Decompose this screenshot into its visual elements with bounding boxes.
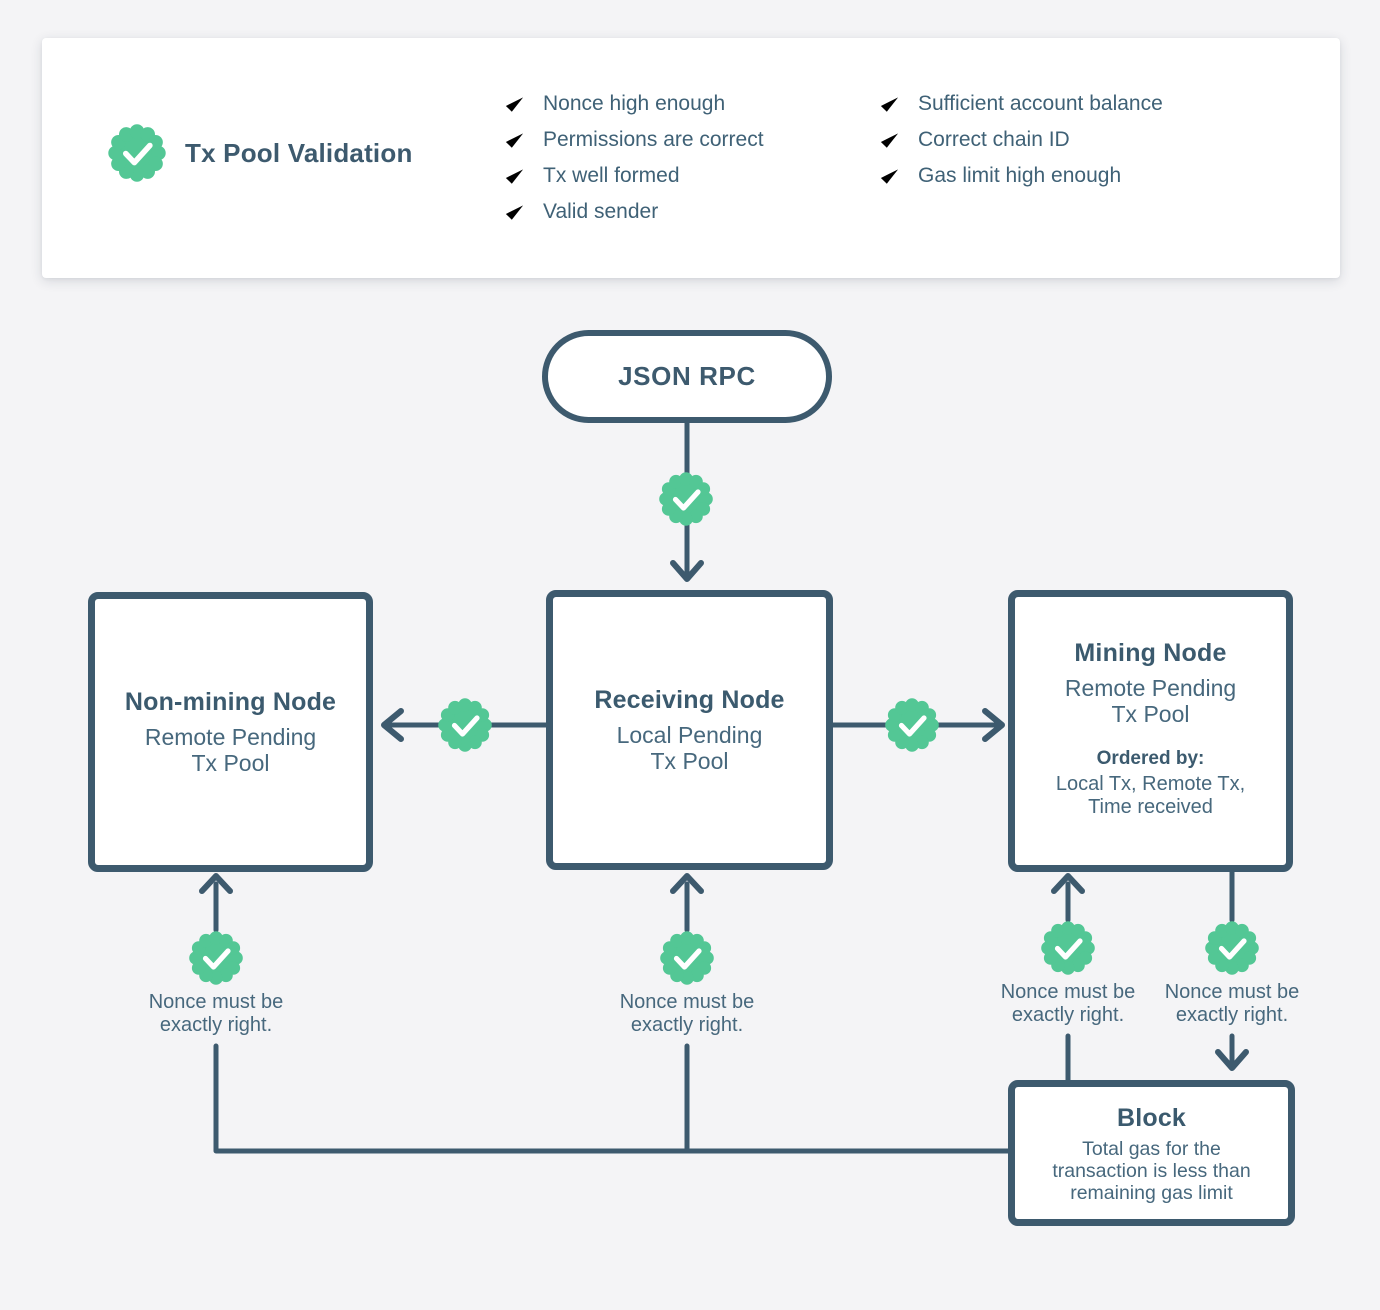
checklist-item-label: Gas limit high enough <box>918 164 1122 187</box>
check-badge-icon-nonmining-nonce <box>188 930 244 986</box>
validation-checklist-col2: Sufficient account balance Correct chain… <box>878 86 1163 194</box>
nonce-note-receiving: Nonce must be exactly right. <box>619 991 755 1036</box>
mining-node-subtitle: Remote Pending Tx Pool <box>1064 675 1237 727</box>
arrow-up-into-nonmining <box>199 873 233 933</box>
block-node: Block Total gas for the transaction is l… <box>1008 1080 1295 1226</box>
arrow-down-into-block <box>1215 1033 1249 1071</box>
check-badge-icon-jsonrpc <box>658 471 714 527</box>
json-rpc-node: JSON RPC <box>542 330 832 423</box>
checklist-item: Permissions are correct <box>503 122 764 158</box>
json-rpc-label: JSON RPC <box>618 361 756 391</box>
block-body: Total gas for the transaction is less th… <box>1052 1138 1251 1204</box>
validation-card-title: Tx Pool Validation <box>185 138 413 168</box>
non-mining-node: Non-mining Node Remote Pending Tx Pool <box>88 592 373 872</box>
non-mining-node-subtitle: Remote Pending Tx Pool <box>144 724 317 776</box>
mining-node-title: Mining Node <box>1074 639 1227 667</box>
arrow-up-into-mining <box>1051 873 1085 923</box>
checkmark-icon <box>878 93 901 116</box>
checklist-item-label: Correct chain ID <box>918 128 1070 151</box>
block-title: Block <box>1116 1104 1187 1132</box>
validation-card: Tx Pool Validation Nonce high enough Per… <box>42 38 1340 278</box>
checkmark-icon <box>503 93 526 116</box>
receiving-node: Receiving Node Local Pending Tx Pool <box>546 590 833 870</box>
arrow-up-into-receiving <box>670 873 704 933</box>
checklist-item-label: Valid sender <box>543 200 659 223</box>
check-badge-icon-mining-nonce-left <box>1040 920 1096 976</box>
mining-node: Mining Node Remote Pending Tx Pool Order… <box>1008 590 1293 872</box>
nonce-note-nonmining: Nonce must be exactly right. <box>148 991 284 1036</box>
nonce-note-mining-right: Nonce must be exactly right. <box>1164 981 1300 1026</box>
checklist-item: Tx well formed <box>503 158 764 194</box>
checklist-item: Nonce high enough <box>503 86 764 122</box>
checkmark-icon <box>503 165 526 188</box>
checklist-item: Valid sender <box>503 194 764 230</box>
check-badge-icon-to-nonmining <box>437 697 493 753</box>
check-badge-icon-receiving-nonce <box>659 930 715 986</box>
nonce-note-mining-left: Nonce must be exactly right. <box>1000 981 1136 1026</box>
checkmark-icon <box>503 129 526 152</box>
mining-ordered-by-label: Ordered by: <box>1096 748 1205 769</box>
receiving-node-subtitle: Local Pending Tx Pool <box>616 722 763 774</box>
receiving-node-title: Receiving Node <box>594 686 785 714</box>
validation-checklist-col1: Nonce high enough Permissions are correc… <box>503 86 764 230</box>
mining-ordered-by-values: Local Tx, Remote Tx, Time received <box>1055 773 1246 818</box>
check-badge-icon-to-mining <box>884 697 940 753</box>
line-block-to-nonmining-elbow <box>213 1043 1013 1154</box>
checkmark-icon <box>878 129 901 152</box>
checklist-item-label: Permissions are correct <box>543 128 764 151</box>
checklist-item-label: Nonce high enough <box>543 92 726 115</box>
checkmark-icon <box>503 201 526 224</box>
check-badge-icon-mining-nonce-right <box>1204 920 1260 976</box>
checklist-item: Correct chain ID <box>878 122 1163 158</box>
checklist-item: Gas limit high enough <box>878 158 1163 194</box>
checklist-item: Sufficient account balance <box>878 86 1163 122</box>
non-mining-node-title: Non-mining Node <box>124 688 337 716</box>
checkmark-icon <box>878 165 901 188</box>
checklist-item-label: Sufficient account balance <box>918 92 1163 115</box>
validation-badge-icon <box>107 123 167 183</box>
checklist-item-label: Tx well formed <box>543 164 680 187</box>
